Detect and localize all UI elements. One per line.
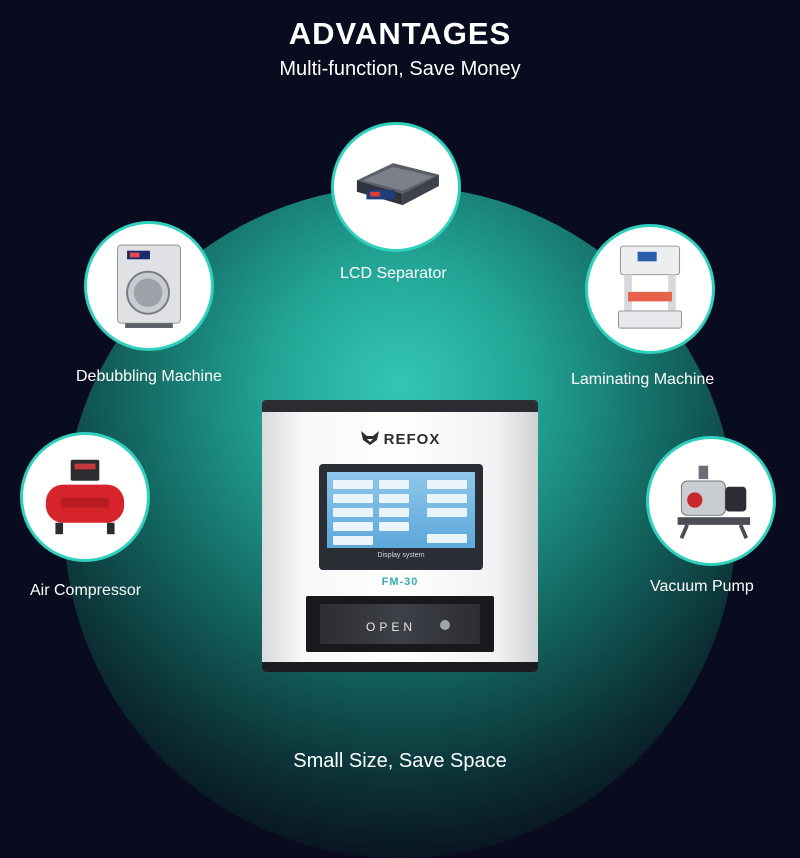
door-open-label: OPEN [366, 620, 417, 634]
door-knob-icon [440, 620, 450, 630]
product-device: REFOX Display system FM-30 OPEN [262, 400, 538, 672]
debubbling-machine-image [84, 221, 214, 351]
device-base [262, 662, 538, 672]
lcd-separator-label: LCD Separator [340, 265, 447, 282]
door-panel: OPEN [320, 604, 480, 644]
screen-row [333, 480, 373, 489]
vacuum-pump-label: Vacuum Pump [650, 578, 754, 595]
footer-caption: Small Size, Save Space [293, 750, 507, 772]
air-compressor-icon [45, 459, 125, 535]
screen-row [333, 536, 373, 545]
screen-display [327, 472, 475, 548]
vacuum-pump-image [646, 436, 776, 566]
screen-row [427, 480, 467, 489]
debubbling-machine-label: Debubbling Machine [76, 368, 222, 385]
screen-row [379, 508, 409, 517]
page-subtitle: Multi-function, Save Money [279, 58, 521, 80]
laminating-machine-icon [618, 245, 682, 329]
door-slot: OPEN [306, 596, 494, 652]
lcd-separator-image [331, 122, 461, 252]
screen-row [379, 522, 409, 531]
screen-row [427, 508, 467, 517]
screen-row [427, 494, 467, 503]
air-compressor-image [20, 432, 150, 562]
screen-row [379, 480, 409, 489]
debubbling-machine-icon [117, 244, 181, 328]
screen-row [379, 494, 409, 503]
air-compressor-label: Air Compressor [30, 582, 142, 599]
device-top-bar [262, 400, 538, 412]
model-label: FM-30 [381, 576, 419, 588]
laminating-machine-label: Laminating Machine [571, 371, 715, 388]
laminating-machine-image [585, 224, 715, 354]
page-title: ADVANTAGES [288, 16, 512, 51]
screen-caption: Display system [377, 552, 425, 559]
fox-logo-icon [360, 430, 380, 450]
screen-row [333, 522, 373, 531]
screen-row [333, 508, 373, 517]
screen-row [333, 494, 373, 503]
vacuum-pump-icon [677, 465, 751, 539]
brand-name: REFOX [383, 430, 441, 448]
touch-screen: Display system [319, 464, 483, 570]
screen-row [427, 534, 467, 543]
lcd-separator-icon [356, 163, 439, 206]
brand-logo: REFOX [262, 430, 538, 450]
